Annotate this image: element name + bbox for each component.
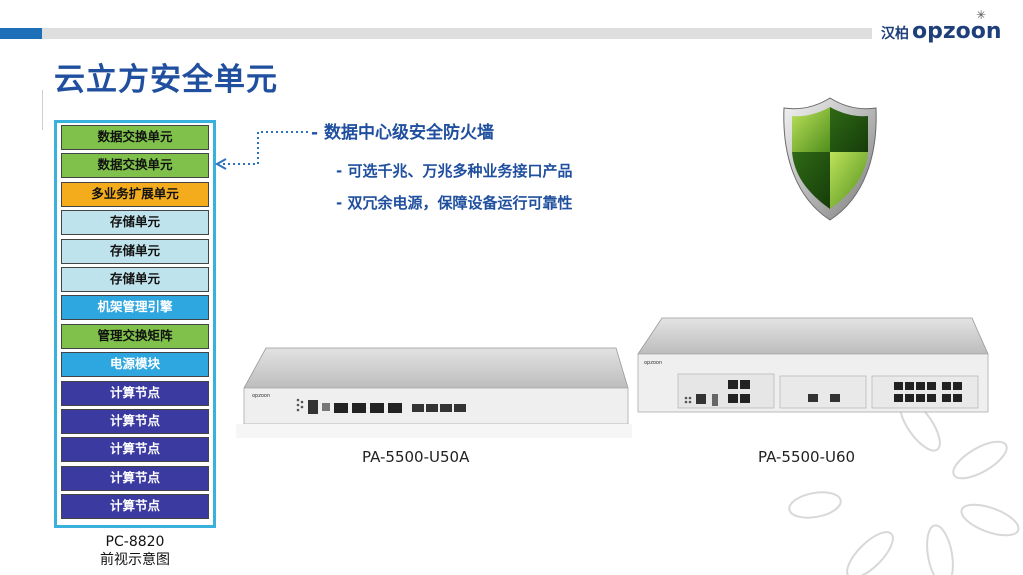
rack-slot: 计算节点: [61, 380, 209, 406]
rack-view-label: 前视示意图: [100, 552, 170, 568]
device-left-caption: PA-5500-U50A: [362, 448, 470, 466]
rack-slot: 计算节点: [61, 408, 209, 434]
shield-icon: [783, 97, 877, 221]
bullet-main: - 数据中心级安全防火墙: [311, 123, 494, 143]
rack-slot: 多业务扩展单元: [61, 181, 209, 207]
bullet-sub: - 双冗余电源，保障设备运行可靠性: [336, 194, 573, 212]
logo-en-text: opzoon: [912, 19, 1002, 44]
brand-logo: 汉柏 opzoon ✳: [881, 8, 1002, 44]
rack-slot: 存储单元: [61, 266, 209, 292]
svg-text:opzoon: opzoon: [644, 360, 662, 366]
logo-cn-text: 汉柏: [881, 26, 909, 42]
rack-slot: 电源模块: [61, 352, 209, 378]
header-bar: [0, 28, 872, 39]
rack-slot: 计算节点: [61, 494, 209, 520]
connector-arrow: [214, 131, 308, 170]
left-divider: [42, 90, 43, 130]
rack-caption: PC-8820 前视示意图: [80, 533, 190, 569]
decorative-swirl: [788, 398, 1020, 575]
rack-slot: 数据交换单元: [61, 153, 209, 179]
rack-slot: 数据交换单元: [61, 125, 209, 150]
device-right-caption: PA-5500-U60: [758, 448, 856, 466]
rack-slot: 计算节点: [61, 437, 209, 463]
logo-star-icon: ✳: [976, 8, 987, 22]
rack-slot: 计算节点: [61, 465, 209, 491]
bullet-sub: - 可选千兆、万兆多种业务接口产品: [336, 162, 573, 180]
device-u50a-image: opzoon: [236, 347, 632, 438]
rack-model: PC-8820: [105, 534, 165, 550]
header-accent: [0, 28, 42, 39]
rack-diagram: 数据交换单元 数据交换单元 多业务扩展单元 存储单元 存储单元 存储单元 机架管…: [54, 120, 216, 528]
svg-text:opzoon: opzoon: [252, 393, 270, 399]
rack-slot: 存储单元: [61, 238, 209, 264]
rack-slot: 管理交换矩阵: [61, 323, 209, 349]
rack-slot: 机架管理引擎: [61, 295, 209, 321]
page-title: 云立方安全单元: [54, 62, 278, 98]
rack-slot: 存储单元: [61, 210, 209, 236]
device-u60-image: opzoon: [637, 317, 989, 413]
